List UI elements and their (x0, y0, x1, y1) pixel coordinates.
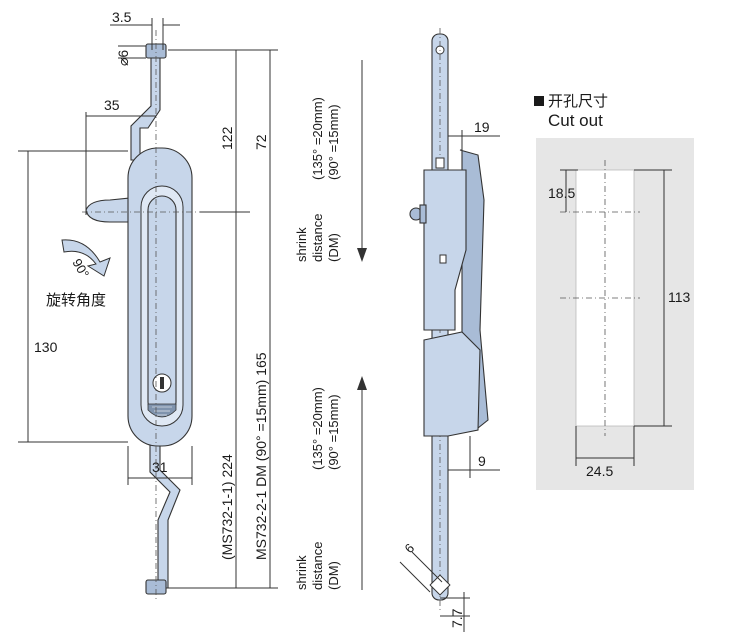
shrink-upper-word: shrink (294, 227, 309, 262)
shrink-upper-dm: (DM) (326, 233, 341, 262)
rotation-angle-cn: 旋转角度 (46, 291, 106, 309)
dim-dia-6: ⌀6 (115, 50, 131, 66)
shrink-notes: (135° =20mm) (90° =15mm) shrink distance… (294, 60, 367, 590)
dim-6-square: 6 (402, 540, 418, 556)
shrink-upper-90: (90° =15mm) (326, 104, 341, 180)
dim-113: 113 (668, 289, 691, 305)
front-view: 3.5 ⌀6 35 90° 旋转角度 130 31 122 72 (MS7 (18, 9, 278, 600)
dim-9: 9 (478, 453, 486, 469)
square-bullet-icon (534, 96, 544, 106)
shrink-lower-135: (135° =20mm) (310, 387, 325, 470)
dim-18-5: 18.5 (548, 185, 575, 201)
shrink-lower-90: (90° =15mm) (326, 394, 341, 470)
dim-19: 19 (474, 119, 490, 135)
side-square-end (429, 574, 451, 596)
handle-lever (85, 197, 131, 223)
side-screw-shank (419, 204, 427, 224)
shrink-lower-dm: (DM) (326, 561, 341, 590)
side-handle-lower (423, 331, 481, 437)
cutout-title-en: Cut out (548, 111, 603, 130)
arrow-up-icon (357, 376, 367, 390)
arrow-down-icon (357, 248, 367, 262)
side-housing (423, 169, 467, 331)
dim-24-5: 24.5 (586, 463, 613, 479)
cutout-section: 开孔尺寸 Cut out 18.5 113 24.5 (534, 92, 694, 490)
side-slot-2 (439, 254, 447, 264)
rotation-angle: 90° (69, 256, 92, 281)
side-slot-1 (435, 157, 445, 169)
cutout-title-cn: 开孔尺寸 (548, 92, 608, 110)
shrink-lower-distance: distance (310, 542, 325, 590)
rotation-arrow-icon (61, 239, 111, 277)
dim-31: 31 (152, 459, 168, 475)
dim-122: 122 (219, 126, 235, 150)
dim-ms732-2-1: MS732-2-1 DM (90° =15mm) 165 (253, 352, 269, 560)
keyhole-icon (160, 377, 164, 389)
shrink-lower-word: shrink (294, 555, 309, 590)
shrink-upper-135: (135° =20mm) (310, 97, 325, 180)
dim-3-5: 3.5 (112, 9, 132, 25)
shrink-upper-distance: distance (310, 214, 325, 262)
dim-7-7: 7.7 (449, 608, 465, 628)
dim-35: 35 (104, 97, 120, 113)
dim-224-ms732-1-1: (MS732-1-1) 224 (219, 454, 235, 560)
dim-72: 72 (253, 134, 269, 150)
dim-130: 130 (34, 339, 58, 355)
grip-ribs (147, 403, 177, 418)
side-view: 19 9 6 7.7 (399, 28, 500, 632)
